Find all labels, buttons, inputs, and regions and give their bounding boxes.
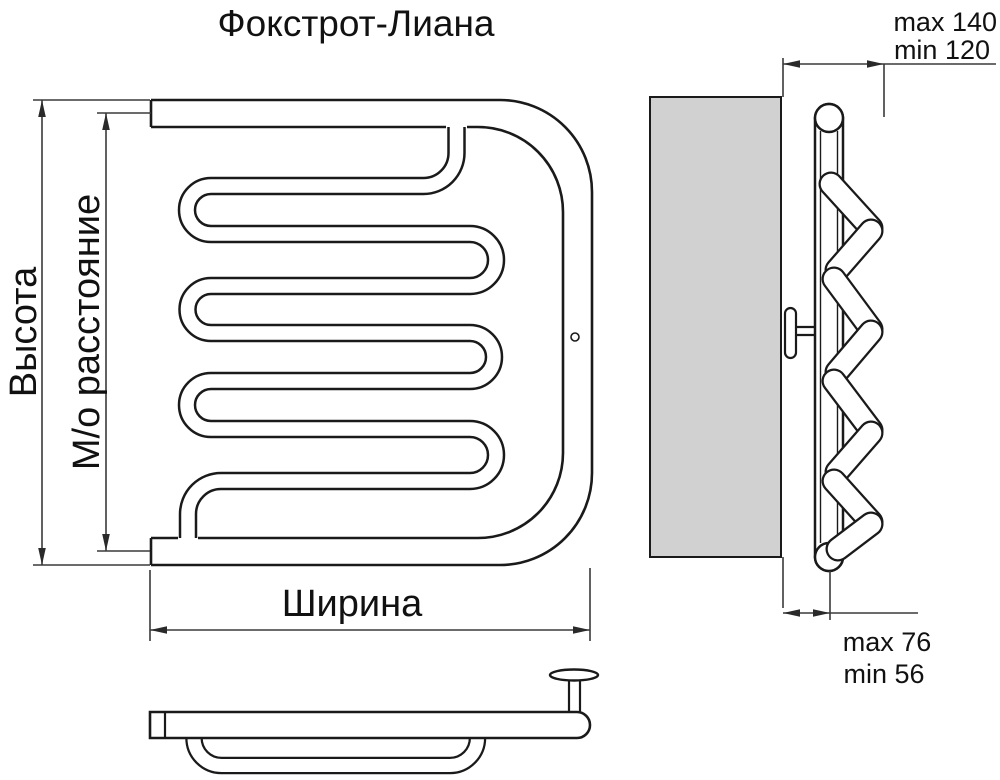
depth-dimension: max 140 min 120 xyxy=(783,7,997,117)
height-label: Высота xyxy=(3,266,45,397)
top-view xyxy=(148,668,600,775)
offset-max-label: max 76 xyxy=(843,627,932,657)
top-view-bracket xyxy=(548,668,600,713)
side-view-bracket xyxy=(783,306,817,360)
top-view-pipe xyxy=(148,710,592,740)
zigzag-coils xyxy=(818,171,884,562)
width-label: Ширина xyxy=(282,583,423,625)
side-view: max 140 min 120 max 76 min 56 xyxy=(649,7,997,689)
bracket-plate xyxy=(783,306,798,360)
width-dimension: Ширина xyxy=(149,568,591,641)
axis-distance-dimension: М/о расстояние xyxy=(66,112,151,552)
air-vent-icon xyxy=(570,332,580,342)
serpentine-coil xyxy=(177,118,506,547)
front-view: Высота М/о расстояние Ширина xyxy=(3,98,594,641)
top-view-coil-loop xyxy=(185,722,487,775)
depth-max-label: max 140 xyxy=(893,7,997,37)
pipe-frame-body xyxy=(151,100,592,565)
depth-min-label: min 120 xyxy=(894,35,990,65)
bracket-plate xyxy=(548,668,600,682)
pipe-top-cap xyxy=(813,102,845,134)
wall-panel xyxy=(649,96,782,558)
drawing-title: Фокстрот-Лиана xyxy=(218,3,495,44)
offset-min-label: min 56 xyxy=(843,659,924,689)
axis-distance-label: М/о расстояние xyxy=(66,194,108,470)
offset-dimension: max 76 min 56 xyxy=(783,571,931,689)
height-dimension: Высота xyxy=(3,99,150,566)
